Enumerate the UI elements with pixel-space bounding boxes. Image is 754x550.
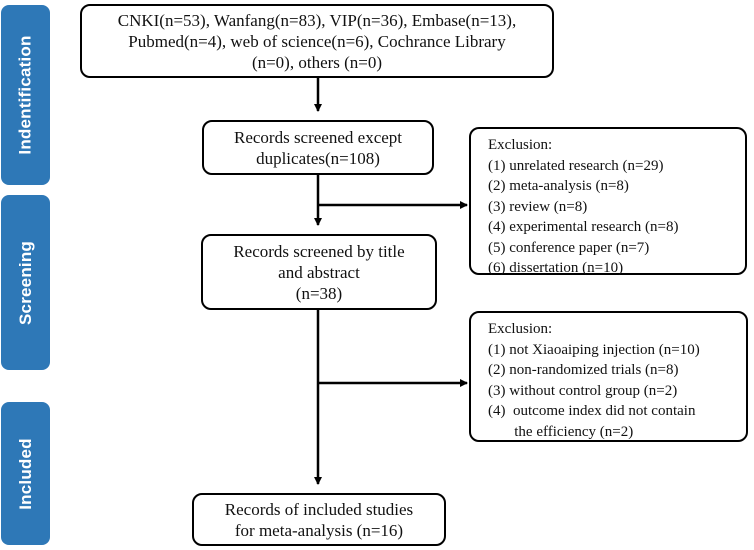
identification-line-2: Pubmed(n=4), web of science(n=6), Cochra… (128, 31, 506, 51)
title-abstract-line-3: (n=38) (295, 283, 343, 303)
identification-box: CNKI(n=53), Wanfang(n=83), VIP(n=36), Em… (80, 4, 554, 78)
duplicates-box: Records screened except duplicates(n=108… (202, 120, 434, 175)
title-abstract-box: Records screened by title and abstract (… (201, 234, 437, 310)
exclusion-box-1: Exclusion: (1) unrelated research (n=29)… (469, 127, 747, 276)
exclusion-2-item: (1) not Xiaoaiping injection (n=10) (488, 341, 700, 358)
exclusion-2-item: the efficiency (n=2) (488, 423, 634, 440)
exclusion-2-item: (2) non-randomized trials (n=8) (488, 362, 679, 378)
stage-screening: Screening (1, 195, 50, 370)
exclusion-1-item: (6) dissertation (n=10) (488, 260, 624, 276)
exclusion-1-item: (1) unrelated research (n=29) (488, 157, 664, 174)
duplicates-line-2: duplicates(n=108) (256, 148, 380, 168)
exclusion-1-item: (4) experimental research (n=8) (488, 219, 679, 235)
exclusion-1-item: (5) conference paper (n=7) (488, 239, 650, 256)
exclusion-1-title: Exclusion: (488, 137, 553, 153)
exclusion-1-item: (2) meta-analysis (n=8) (488, 178, 629, 194)
exclusion-1-item: (3) review (n=8) (488, 198, 588, 215)
exclusion-2-item: (4) outcome index did not contain (488, 403, 696, 419)
title-abstract-line-1: Records screened by title (233, 241, 405, 261)
title-abstract-line-2: and abstract (278, 262, 360, 282)
included-line-1: Records of included studies (224, 499, 414, 519)
stage-included: Included (1, 402, 50, 545)
stage-identification: Indentification (1, 5, 50, 185)
identification-line-3: (n=0), others (n=0) (251, 52, 383, 72)
included-line-2: for meta-analysis (n=16) (234, 520, 404, 540)
exclusion-box-2: Exclusion: (1) not Xiaoaiping injection … (469, 311, 748, 442)
identification-line-1: CNKI(n=53), Wanfang(n=83), VIP(n=36), Em… (117, 10, 517, 30)
included-box: Records of included studies for meta-ana… (192, 493, 446, 546)
duplicates-line-1: Records screened except (233, 127, 403, 147)
exclusion-2-item: (3) without control group (n=2) (488, 382, 678, 399)
exclusion-2-title: Exclusion: (488, 321, 553, 337)
